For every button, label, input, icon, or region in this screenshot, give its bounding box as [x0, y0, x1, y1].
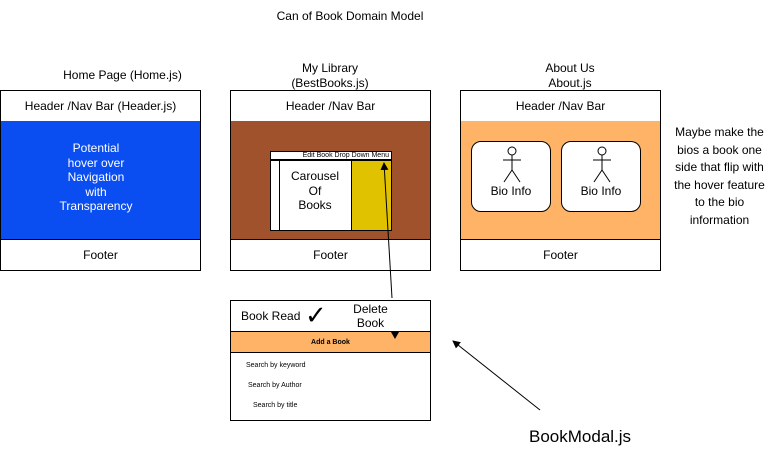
carousel-box[interactable]: Carousel Of Books: [270, 160, 392, 231]
modal-arrow: [452, 340, 541, 411]
book-modal-label: BookModal.js: [529, 427, 632, 446]
add-book-button[interactable]: Add a Book: [231, 331, 430, 353]
bio-flip-note: Maybe make the bios a book one side that…: [674, 125, 765, 227]
delete-book-button[interactable]: Delete Book: [353, 302, 388, 330]
home-footer: Footer: [1, 239, 200, 270]
home-header-bar: Header /Nav Bar (Header.js): [1, 91, 200, 122]
home-body-area: Potential hover over Navigation with Tra…: [1, 121, 200, 241]
about-label-line1: About Us: [545, 61, 595, 75]
diagram-title: Can of Book Domain Model: [276, 9, 424, 23]
library-label-line1: My Library: [301, 61, 358, 75]
about-header-bar: Header /Nav Bar: [461, 91, 660, 122]
book-modal-frame: Book Read ✓ Delete Book Add a Book Searc…: [230, 300, 431, 421]
person-icon: [503, 146, 521, 183]
about-footer: Footer: [461, 239, 660, 270]
bio-card-2[interactable]: Bio Info: [561, 141, 641, 212]
edit-book-dropdown[interactable]: Edit Book Drop Down Menu: [270, 151, 392, 160]
carousel-label: Carousel Of Books: [290, 169, 340, 212]
bio-card-1-label: Bio Info: [490, 184, 532, 198]
library-header-bar: Header /Nav Bar: [231, 91, 430, 122]
checkmark-icon[interactable]: ✓: [305, 301, 327, 331]
about-label-line2: About.js: [548, 76, 592, 90]
search-by-author[interactable]: Search by Author: [248, 382, 302, 389]
bio-card-1[interactable]: Bio Info: [471, 141, 551, 212]
library-page-frame: Header /Nav Bar Edit Book Drop Down Menu…: [230, 90, 431, 271]
home-body-note: Potential hover over Navigation with Tra…: [59, 141, 133, 213]
bio-card-2-label: Bio Info: [580, 184, 622, 198]
search-by-keyword[interactable]: Search by keyword: [246, 362, 306, 369]
search-by-title[interactable]: Search by title: [253, 402, 298, 409]
library-body-area: Edit Book Drop Down Menu Carousel Of Boo…: [231, 121, 430, 241]
carousel-left-divider: [279, 161, 280, 230]
about-page-frame: Header /Nav Bar Bio Info Bio Info Footer: [460, 90, 661, 271]
about-body-area: Bio Info Bio Info: [461, 121, 660, 241]
home-page-label: Home Page (Home.js): [63, 68, 182, 82]
person-icon: [593, 146, 611, 183]
library-label-line2: (BestBooks.js): [291, 76, 369, 90]
book-read-label: Book Read: [241, 309, 301, 323]
carousel-accent-panel: [351, 161, 391, 230]
library-footer: Footer: [231, 239, 430, 270]
home-page-frame: Header /Nav Bar (Header.js) Potential ho…: [0, 90, 201, 271]
